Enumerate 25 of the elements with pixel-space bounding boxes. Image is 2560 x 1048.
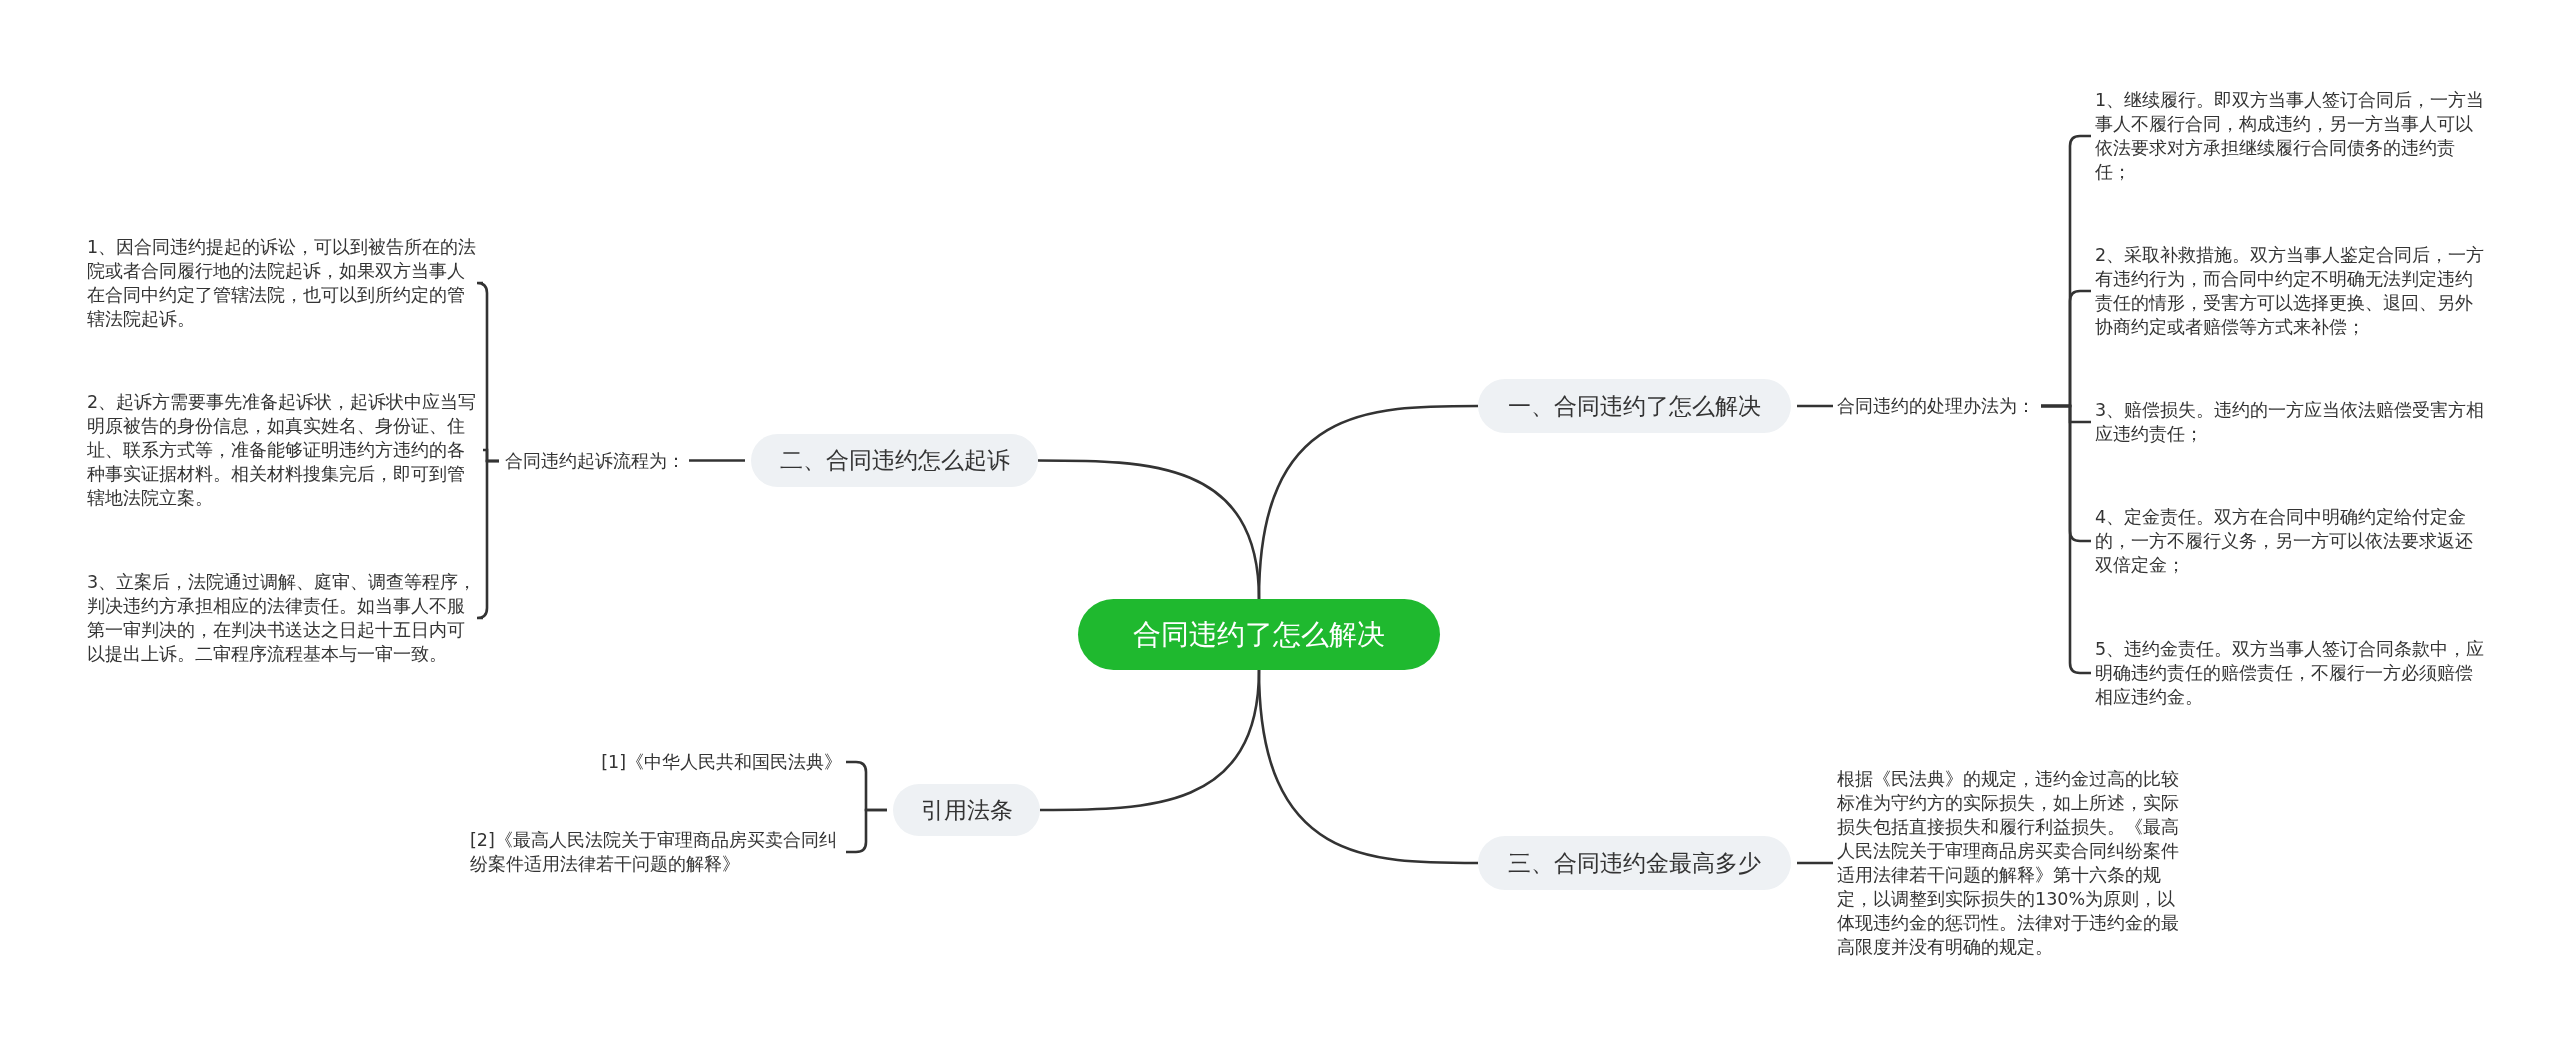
detail-text: 根据《民法典》的规定，违约金过高的比较标准为守约方的实际损失，如上所述，实际损失包括直接损失和履行利益损失。《最高人民法院关于审理商品房买卖合同纠纷案件适用法律若干问题的解释》第十六条的规定，以调整到实际损失的130%为原则，以体现违约金的惩罚性。法律对于违约金的最高限度并没有明确的规定。 (1837, 767, 2187, 959)
branch-label: 合同违约的处理办法为： (1837, 391, 2035, 421)
detail-text: 2、采取补救措施。双方当事人鉴定合同后，一方有违约行为，而合同中约定不明确无法判定违约责任的情形，受害方可以选择更换、退回、另外协商约定或者赔偿等方式来补偿； (2095, 243, 2487, 339)
connector-line (846, 808, 887, 854)
connector-line (1038, 459, 1261, 600)
connector-line (1797, 861, 1833, 865)
connector-line (1040, 669, 1261, 812)
detail-text: 4、定金责任。双方在合同中明确约定给付定金的，一方不履行义务，另一方可以依法要求返还双倍定金； (2095, 505, 2487, 577)
reference-text: [1]《中华人民共和国民法典》 (560, 750, 842, 774)
detail-text: 2、起诉方需要事先准备起诉状，起诉状中应当写明原被告的身份信息，如真实姓名、身份证、住址、联系方式等，准备能够证明违约方违约的各种事实证据材料。相关材料搜集完后，即可到管辖地法院立案。 (87, 390, 479, 510)
central-topic: 合同违约了怎么解决 (1078, 599, 1440, 670)
topic-box: 三、合同违约金最高多少 (1478, 836, 1791, 890)
detail-text: 5、违约金责任。双方当事人签订合同条款中，应明确违约责任的赔偿责任，不履行一方必须赔偿相应违约金。 (2095, 637, 2487, 709)
connector-line (1797, 404, 1833, 408)
branch-label: 合同违约起诉流程为： (505, 446, 685, 476)
detail-text: 3、赔偿损失。违约的一方应当依法赔偿受害方相应违约责任； (2095, 398, 2487, 446)
connector-line (689, 459, 745, 462)
detail-text: 1、继续履行。即双方当事人签订合同后，一方当事人不履行合同，构成违约，另一方当事人可以依法要求对方承担继续履行合同债务的违约责任； (2095, 88, 2487, 184)
topic-box: 一、合同违约了怎么解决 (1478, 379, 1791, 433)
topic-box: 二、合同违约怎么起诉 (751, 434, 1038, 487)
topic-box: 引用法条 (893, 784, 1040, 836)
detail-text: 3、立案后，法院通过调解、庭审、调查等程序，判决违约方承担相应的法律责任。如当事人不服第一审判决的，在判决书送达之日起十五日内可以提出上诉。二审程序流程基本与一审一致。 (87, 570, 479, 666)
detail-text: 1、因合同违约提起的诉讼，可以到被告所在的法院或者合同履行地的法院起诉，如果双方当事人在合同中约定了管辖法院，也可以到所约定的管辖法院起诉。 (87, 235, 479, 331)
reference-text: [2]《最高人民法院关于审理商品房买卖合同纠纷案件适用法律若干问题的解释》 (470, 828, 842, 876)
connector-line (475, 459, 499, 620)
